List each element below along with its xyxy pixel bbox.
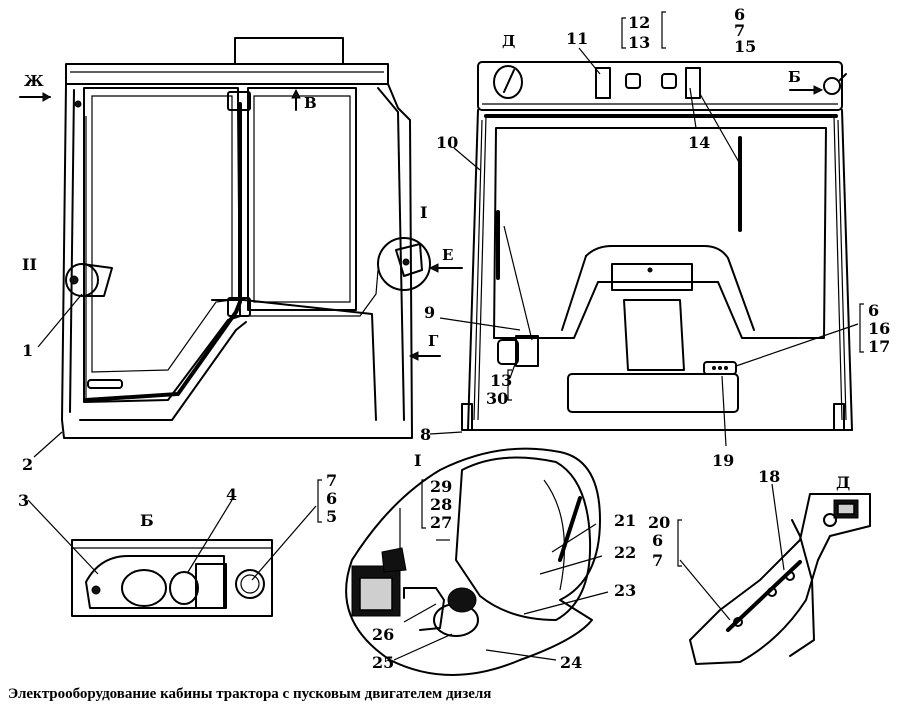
callout-6b: 6 <box>868 301 879 320</box>
callout-25: 25 <box>372 653 394 672</box>
callout-18: 18 <box>758 467 780 486</box>
label-view-II: II <box>22 255 37 274</box>
detail-d <box>677 483 871 665</box>
callout-19: 19 <box>712 451 734 470</box>
label-b-detail: Б <box>140 511 154 530</box>
callout-13b: 13 <box>490 371 512 390</box>
callout-22: 22 <box>614 543 636 562</box>
detail-i <box>345 447 609 676</box>
callout-14: 14 <box>688 133 710 152</box>
callout-6c: 6 <box>326 489 337 508</box>
callout-4: 4 <box>226 485 237 504</box>
callout-8: 8 <box>420 425 431 444</box>
label-view-I-left: I <box>420 203 427 222</box>
right-cab-view <box>429 11 864 447</box>
label-v: В <box>304 94 317 112</box>
callout-21: 21 <box>614 511 636 530</box>
callout-7a: 7 <box>734 21 745 40</box>
callout-28: 28 <box>430 495 452 514</box>
labels: Ж В I Е II Г 1 2 Д 11 12 13 6 7 15 Б 14 … <box>18 5 890 672</box>
label-zh: Ж <box>24 72 44 90</box>
label-d-top: Д <box>502 32 515 50</box>
figure-caption: Электрооборудование кабины трактора с пу… <box>8 686 492 702</box>
callout-20: 20 <box>648 513 670 532</box>
callout-7b: 7 <box>326 471 337 490</box>
callout-17: 17 <box>868 337 890 356</box>
callout-2: 2 <box>22 455 33 474</box>
callout-24: 24 <box>560 653 582 672</box>
label-b-top: Б <box>788 68 801 86</box>
callout-3: 3 <box>18 491 29 510</box>
callout-6d: 6 <box>652 531 663 550</box>
callout-5: 5 <box>326 507 337 526</box>
callout-30: 30 <box>486 389 508 408</box>
callout-23: 23 <box>614 581 636 600</box>
callout-29: 29 <box>430 477 452 496</box>
callout-26: 26 <box>372 625 394 644</box>
label-g: Г <box>428 332 439 350</box>
callout-13a: 13 <box>628 33 650 52</box>
callout-1: 1 <box>22 341 33 360</box>
detail-b <box>27 479 322 617</box>
callout-9: 9 <box>424 303 435 322</box>
label-e: Е <box>442 246 453 264</box>
callout-7d: 7 <box>652 551 663 570</box>
left-cab-view <box>19 37 463 458</box>
callout-11: 11 <box>566 29 588 48</box>
callout-15: 15 <box>734 37 756 56</box>
callout-6a: 6 <box>734 5 745 24</box>
callout-16: 16 <box>868 319 890 338</box>
callout-27: 27 <box>430 513 452 532</box>
label-view-I-detail: I <box>414 451 421 470</box>
callout-12: 12 <box>628 13 650 32</box>
label-d-detail: Д <box>836 473 850 492</box>
callout-10: 10 <box>436 133 458 152</box>
